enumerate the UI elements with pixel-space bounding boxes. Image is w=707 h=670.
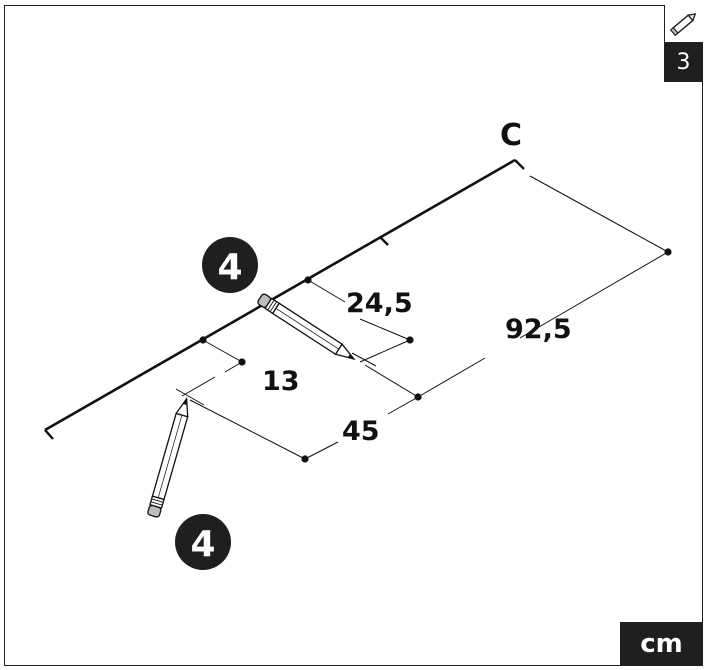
dim-line-24-lower bbox=[359, 339, 411, 363]
callout-circle bbox=[202, 237, 258, 293]
pencil-icon bbox=[669, 13, 697, 37]
point-dot bbox=[304, 276, 312, 284]
callout-circle bbox=[175, 514, 231, 570]
page-frame bbox=[4, 5, 703, 666]
callout-number: 4 bbox=[190, 524, 215, 565]
unit-label: cm bbox=[620, 622, 703, 666]
dim-line-13-upper bbox=[202, 339, 243, 363]
dim-line-92-upper bbox=[519, 251, 669, 339]
measurement-points bbox=[199, 248, 672, 463]
callout-number: 4 bbox=[217, 247, 242, 288]
point-dot bbox=[238, 358, 246, 366]
line-end-tick-right bbox=[514, 159, 525, 170]
point-dot bbox=[406, 336, 414, 344]
pencil-icon bbox=[147, 396, 189, 518]
mark-cross-a bbox=[175, 388, 205, 406]
step-number: 3 bbox=[664, 43, 703, 82]
dim-line-24-upper bbox=[307, 279, 346, 303]
dim-line-45-upper bbox=[387, 396, 419, 415]
dimension-label-45: 45 bbox=[342, 416, 380, 447]
point-label-c: C bbox=[500, 118, 522, 153]
dim-line-c-ext bbox=[529, 175, 669, 253]
tool-indicator bbox=[664, 5, 703, 43]
point-dot bbox=[199, 336, 207, 344]
dimension-lines bbox=[175, 175, 669, 460]
dim-line-13-lower bbox=[181, 376, 216, 397]
dim-line-92-lower bbox=[417, 357, 486, 398]
dim-line-45-ext bbox=[364, 364, 419, 398]
dim-line-45-lower bbox=[304, 441, 339, 460]
mark-cross-b bbox=[351, 352, 377, 367]
point-dot bbox=[301, 455, 309, 463]
line-mid-tick bbox=[379, 236, 389, 246]
dim-line-45-base bbox=[189, 399, 306, 460]
dimension-label-13: 13 bbox=[262, 366, 300, 397]
point-dot bbox=[414, 393, 422, 401]
dim-line-24-end bbox=[359, 318, 411, 341]
line-end-tick-left bbox=[44, 429, 54, 440]
pencil-icon bbox=[257, 293, 356, 361]
point-dot bbox=[664, 248, 672, 256]
reference-line bbox=[44, 158, 516, 432]
dimension-label-92-5: 92,5 bbox=[505, 314, 572, 345]
dimension-label-24-5: 24,5 bbox=[346, 288, 413, 319]
